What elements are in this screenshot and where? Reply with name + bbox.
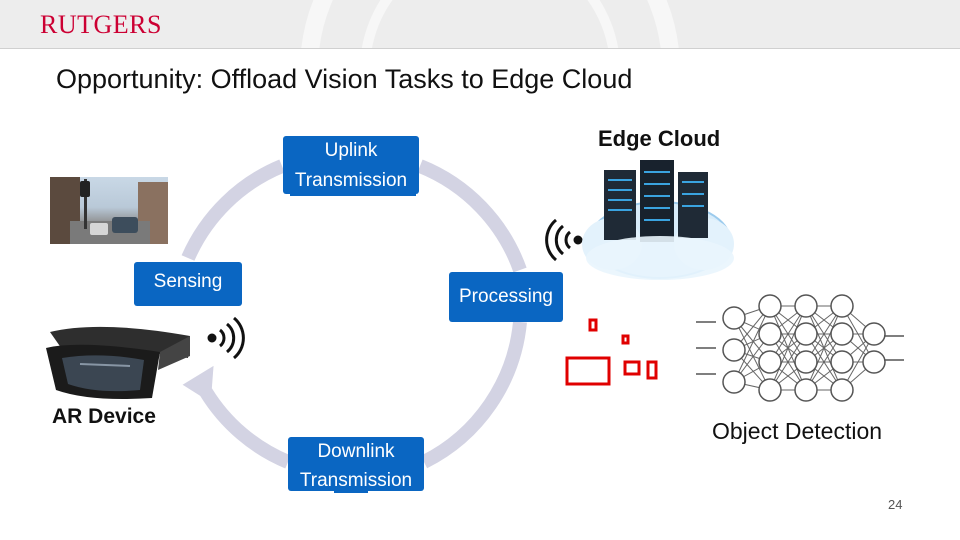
nn-node — [722, 370, 746, 394]
nn-node — [830, 294, 854, 318]
detection-boxes-icon — [565, 318, 658, 386]
edge-cloud-label: Edge Cloud — [598, 126, 721, 151]
nn-edge — [769, 305, 807, 391]
cycle-arc-downlink-sensing — [200, 388, 291, 469]
nn-node — [722, 338, 746, 362]
nn-node — [794, 294, 818, 318]
cycle-arc-uplink-processing — [417, 159, 527, 273]
nn-edge — [733, 317, 771, 391]
processing-box: Processing — [449, 272, 563, 322]
cycle-arrow-head — [182, 365, 214, 403]
nn-node — [722, 306, 746, 330]
nn-node — [758, 350, 782, 374]
nn-node — [830, 378, 854, 402]
downlink-label-line1: Downlink — [317, 441, 395, 462]
nn-node — [758, 322, 782, 346]
nn-node — [862, 322, 886, 346]
processing-label: Processing — [459, 286, 553, 307]
nn-node — [862, 350, 886, 374]
nn-node — [758, 378, 782, 402]
downlink-transmission-box: Downlink Transmission — [288, 437, 424, 491]
cycle-arc-sensing-uplink — [181, 159, 285, 261]
nn-edge — [805, 305, 843, 391]
downlink-label-line2: Transmission — [299, 470, 413, 491]
downlink-underline — [334, 490, 368, 493]
sensing-box: Sensing — [134, 262, 242, 306]
rutgers-logo: RUTGERS — [40, 10, 162, 39]
street-scene-image — [50, 177, 168, 244]
ar-device-label: AR Device — [52, 405, 156, 428]
nn-node — [794, 322, 818, 346]
nn-node — [758, 294, 782, 318]
nn-node — [794, 350, 818, 374]
nn-node — [830, 350, 854, 374]
uplink-transmission-box: Uplink Transmission — [283, 136, 419, 194]
slide-title: Opportunity: Offload Vision Tasks to Edg… — [56, 64, 633, 94]
uplink-underline — [290, 193, 416, 196]
object-detection-label: Object Detection — [712, 418, 883, 444]
server-cloud-icon — [582, 160, 734, 280]
nn-edge — [733, 305, 771, 383]
header-divider — [0, 48, 960, 49]
neural-network-icon — [696, 294, 904, 402]
header-band: RUTGERS — [0, 0, 960, 48]
uplink-label-line1: Uplink — [324, 140, 378, 161]
nn-node — [830, 322, 854, 346]
uplink-label-line2: Transmission — [294, 170, 408, 191]
wifi-icon — [207, 316, 245, 360]
sensing-label: Sensing — [153, 271, 223, 292]
cycle-arc-processing-downlink — [420, 321, 527, 469]
page-number: 24 — [888, 497, 903, 512]
nn-node — [794, 378, 818, 402]
wifi-icon — [545, 218, 583, 262]
ar-headset-icon — [46, 326, 190, 399]
